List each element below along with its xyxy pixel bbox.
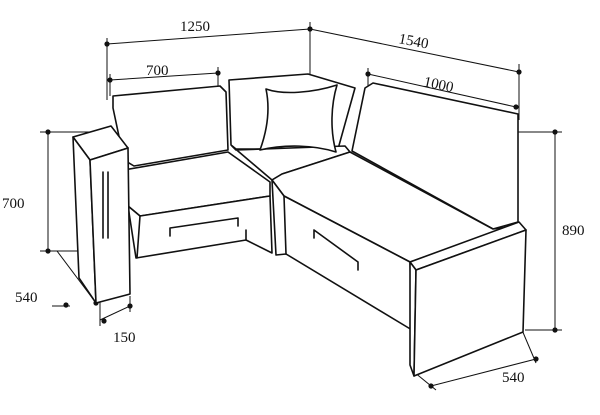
left-armrest-front bbox=[89, 147, 131, 304]
dim-label-1000: 1000 bbox=[422, 74, 455, 96]
dim-label-890: 890 bbox=[562, 223, 585, 239]
dim-line-1250 bbox=[106, 28, 311, 45]
dimension-labels: 1250 700 1540 1000 700 540 150 890 540 bbox=[2, 19, 585, 386]
cushion bbox=[259, 84, 338, 153]
left-drawer-handle bbox=[169, 217, 239, 237]
dim-label-540-right: 540 bbox=[502, 370, 525, 386]
dim-line-150 bbox=[99, 305, 131, 321]
dim-line-700-top bbox=[109, 72, 219, 81]
dim-label-1540: 1540 bbox=[397, 31, 430, 52]
right-armrest-front bbox=[413, 229, 527, 377]
dim-label-700-left: 700 bbox=[2, 196, 25, 212]
right-drawer-handle bbox=[313, 229, 359, 271]
dim-label-700-top: 700 bbox=[146, 63, 169, 79]
left-armrest-slot bbox=[102, 171, 109, 239]
dim-line-1000 bbox=[367, 73, 517, 108]
sofa-drawing bbox=[72, 73, 527, 377]
dim-label-150: 150 bbox=[113, 330, 136, 346]
dim-line-1540 bbox=[309, 28, 520, 73]
left-backrest bbox=[112, 85, 229, 167]
dim-line-540-right bbox=[430, 358, 537, 387]
dim-label-540-left: 540 bbox=[15, 290, 38, 306]
dim-label-1250: 1250 bbox=[180, 19, 210, 35]
